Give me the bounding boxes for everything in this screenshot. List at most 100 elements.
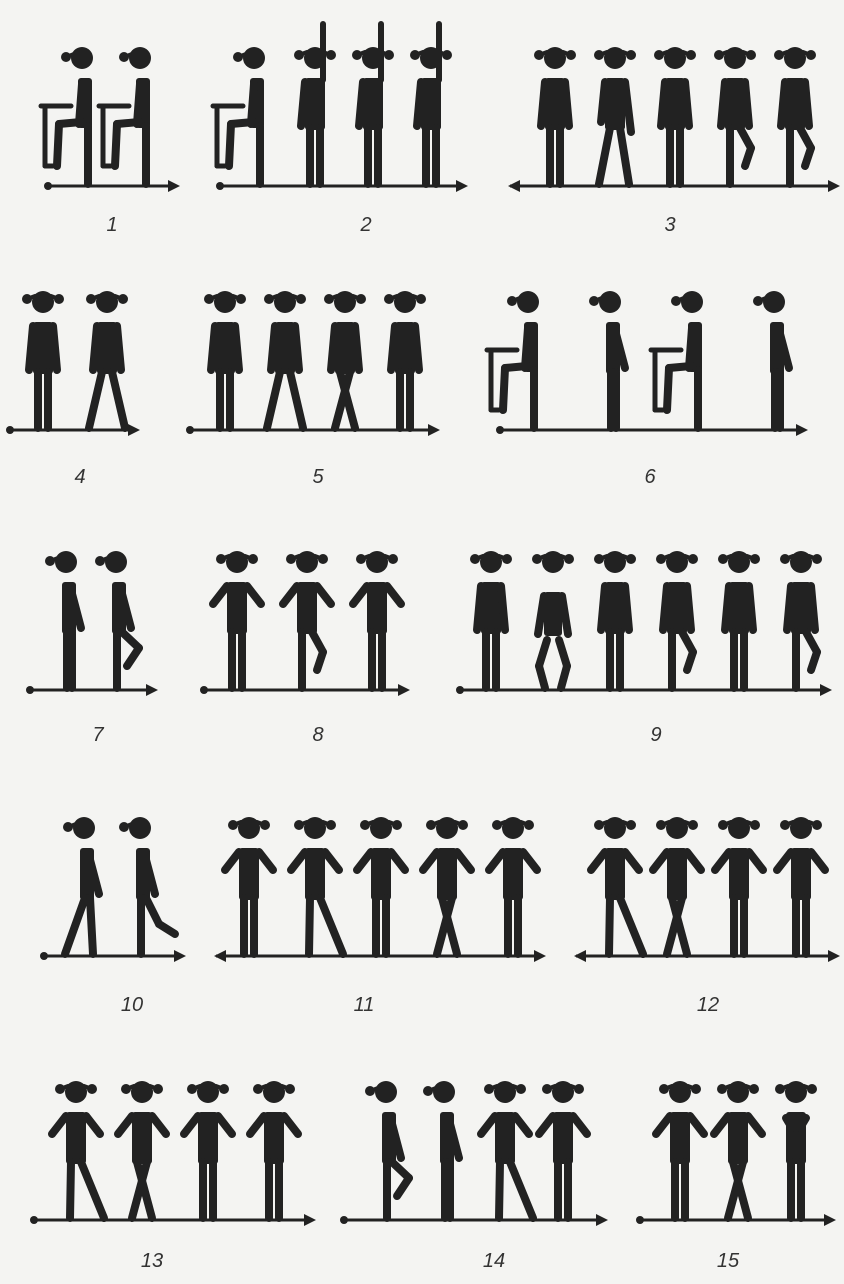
- limb: [786, 1118, 792, 1128]
- head: [599, 291, 621, 313]
- head: [669, 1081, 691, 1103]
- figure: [714, 47, 756, 184]
- limb: [115, 124, 117, 166]
- figure: [539, 1081, 587, 1218]
- limb: [749, 586, 753, 630]
- arrow-right-icon: [146, 684, 158, 696]
- arrow-left-icon: [214, 950, 226, 962]
- limb: [317, 652, 323, 670]
- limb: [317, 586, 331, 604]
- limb: [525, 328, 528, 368]
- panel-number: 12: [697, 994, 719, 1017]
- exercise-panel-5: [186, 291, 440, 436]
- torso: [227, 582, 247, 634]
- head: [129, 47, 151, 69]
- limb: [721, 82, 725, 126]
- limb: [811, 852, 825, 870]
- head: [131, 1081, 153, 1103]
- limb: [689, 328, 692, 368]
- figure: [86, 291, 128, 428]
- torso: [670, 1112, 690, 1164]
- limb: [510, 1162, 533, 1218]
- exercise-panel-11: [214, 817, 546, 962]
- figure: [481, 1081, 533, 1218]
- limb: [489, 852, 503, 870]
- torso: [305, 848, 325, 900]
- start-dot: [636, 1216, 644, 1224]
- arrow-right-icon: [428, 424, 440, 436]
- head: [394, 291, 416, 313]
- figure: [41, 47, 93, 184]
- limb: [539, 1116, 553, 1134]
- head: [370, 817, 392, 839]
- limb: [353, 586, 367, 604]
- limb: [229, 124, 231, 166]
- head: [71, 47, 93, 69]
- arrow-right-icon: [828, 180, 840, 192]
- limb: [538, 596, 544, 634]
- arrow-right-icon: [828, 950, 840, 962]
- limb: [417, 82, 421, 126]
- head: [790, 551, 812, 573]
- torso: [503, 848, 523, 900]
- limb: [620, 128, 629, 184]
- figure: [589, 291, 625, 428]
- torso: [297, 582, 317, 634]
- arrow-right-icon: [796, 424, 808, 436]
- limb: [667, 368, 669, 410]
- exercise-panel-4: [6, 291, 140, 436]
- torso: [66, 1112, 86, 1164]
- head: [197, 1081, 219, 1103]
- limb: [625, 586, 629, 630]
- start-dot: [30, 1216, 38, 1224]
- limb: [620, 898, 643, 954]
- torso: [132, 1112, 152, 1164]
- head: [728, 551, 750, 573]
- figure: [324, 291, 366, 428]
- figure: [365, 1081, 409, 1218]
- limb: [117, 326, 121, 370]
- head: [727, 1081, 749, 1103]
- head: [436, 817, 458, 839]
- figure: [653, 817, 701, 954]
- figure: [291, 817, 343, 954]
- limb: [539, 640, 547, 666]
- figure: [353, 551, 401, 688]
- exercise-panel-14: [340, 1081, 608, 1226]
- limb: [259, 852, 273, 870]
- figure: [470, 551, 512, 688]
- arrow-right-icon: [174, 950, 186, 962]
- figure: [357, 817, 405, 954]
- panel-number: 8: [312, 724, 323, 747]
- head: [73, 817, 95, 839]
- figure: [22, 291, 64, 428]
- limb: [687, 652, 693, 670]
- limb: [112, 372, 125, 428]
- arrow-right-icon: [304, 1214, 316, 1226]
- panel-number: 10: [121, 994, 143, 1017]
- head: [304, 817, 326, 839]
- figure: [591, 817, 643, 954]
- limb: [663, 586, 667, 630]
- figure: [119, 817, 175, 954]
- limb: [301, 82, 305, 126]
- figure: [534, 47, 576, 184]
- limb: [561, 666, 567, 688]
- torso: [729, 848, 749, 900]
- limb: [477, 586, 481, 630]
- limb: [137, 84, 140, 124]
- limb: [539, 666, 545, 688]
- limb: [225, 852, 239, 870]
- figure: [225, 817, 273, 954]
- panel-number: 4: [74, 466, 85, 489]
- arrow-right-icon: [168, 180, 180, 192]
- limb: [159, 924, 175, 934]
- limb: [725, 586, 729, 630]
- figure: [95, 551, 139, 688]
- limb: [523, 852, 537, 870]
- limb: [800, 1118, 806, 1128]
- panel-number: 13: [141, 1250, 163, 1273]
- exercise-panel-6: [487, 291, 808, 436]
- figure: [714, 1081, 762, 1218]
- figure: [384, 291, 426, 428]
